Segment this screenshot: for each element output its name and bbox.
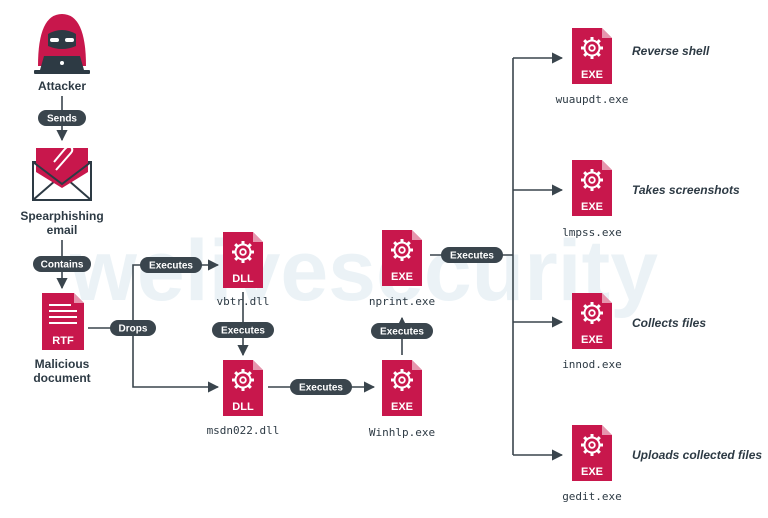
nprint-exe-icon: EXE (382, 230, 422, 286)
pill-sends: Sends (38, 110, 86, 126)
document-label-line2: document (33, 371, 90, 385)
pill-executes-nprint: Executes (371, 323, 433, 339)
gedit-label: gedit.exe (562, 490, 622, 503)
svg-text:Drops: Drops (119, 324, 148, 335)
rtf-badge: RTF (52, 335, 74, 347)
svg-text:EXE: EXE (581, 69, 603, 81)
hacker-icon (34, 14, 90, 74)
nprint-label: nprint.exe (369, 295, 435, 308)
svg-text:Executes: Executes (221, 326, 265, 337)
pill-drops: Drops (110, 320, 156, 336)
pill-executes-vbtr: Executes (140, 257, 202, 273)
vbtr-dll-icon: DLL (223, 232, 263, 288)
svg-text:Sends: Sends (47, 114, 77, 125)
edge-drops-to-msdn (132, 328, 220, 393)
innod-label: innod.exe (562, 358, 622, 371)
lmpss-exe-icon: EXE (572, 160, 612, 216)
svg-text:EXE: EXE (391, 271, 413, 283)
lmpss-desc: Takes screenshots (632, 183, 740, 197)
svg-text:EXE: EXE (581, 466, 603, 478)
svg-text:EXE: EXE (581, 201, 603, 213)
msdn-dll-icon: DLL (223, 360, 263, 416)
winhlp-label: Winhlp.exe (369, 426, 435, 439)
pill-executes-children: Executes (441, 247, 503, 263)
innod-desc: Collects files (632, 316, 706, 330)
wuaupdt-desc: Reverse shell (632, 44, 710, 58)
svg-text:DLL: DLL (232, 401, 254, 413)
email-label-line2: email (47, 223, 78, 237)
rtf-document-icon: RTF (42, 293, 84, 350)
svg-text:DLL: DLL (232, 273, 254, 285)
lmpss-label: lmpss.exe (562, 226, 622, 239)
email-label-line1: Spearphishing (20, 209, 103, 223)
wuaupdt-label: wuaupdt.exe (556, 93, 629, 106)
innod-exe-icon: EXE (572, 293, 612, 349)
gedit-desc: Uploads collected files (632, 448, 762, 462)
email-icon (32, 145, 92, 201)
pill-executes-msdn: Executes (212, 322, 274, 338)
svg-text:Executes: Executes (380, 327, 424, 338)
gedit-exe-icon: EXE (572, 425, 612, 481)
svg-text:Executes: Executes (299, 383, 343, 394)
attacker-label: Attacker (38, 79, 86, 93)
pill-contains: Contains (33, 256, 91, 272)
document-label-line1: Malicious (35, 357, 90, 371)
wuaupdt-exe-icon: EXE (572, 28, 612, 84)
svg-text:Executes: Executes (149, 261, 193, 272)
vbtr-label: vbtr.dll (217, 295, 270, 308)
pill-executes-winhlp: Executes (290, 379, 352, 395)
svg-text:EXE: EXE (391, 401, 413, 413)
msdn-label: msdn022.dll (207, 424, 280, 437)
svg-text:Executes: Executes (450, 251, 494, 262)
winhlp-exe-icon: EXE (382, 360, 422, 416)
svg-text:Contains: Contains (41, 260, 84, 271)
svg-text:EXE: EXE (581, 334, 603, 346)
